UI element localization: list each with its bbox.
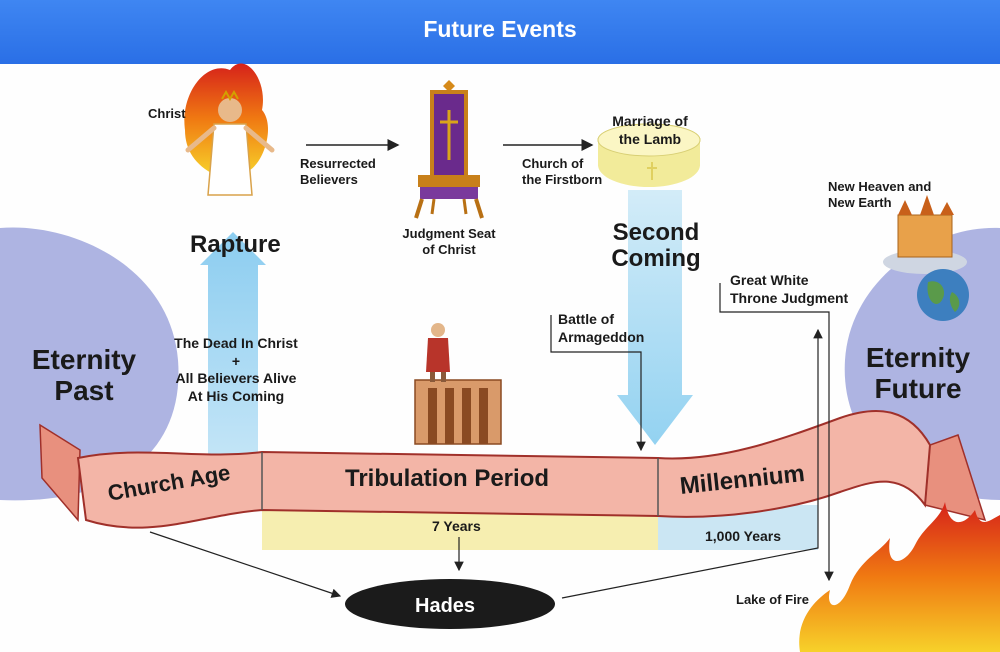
christ-label: Christ [148, 106, 186, 121]
timeline-ribbon [39, 410, 987, 529]
seven-years-label: 7 Years [432, 518, 481, 534]
header-bar [0, 0, 1000, 64]
judgment-seat-illustration [414, 80, 484, 219]
page-title: Future Events [423, 16, 577, 42]
new-heaven-label: New Heaven and New Earth [828, 179, 932, 211]
second-coming-label: Second Coming [611, 219, 701, 272]
tribulation-label: Tribulation Period [345, 465, 550, 492]
judgment-seat-label: Judgment Seat of Christ [402, 226, 496, 258]
hades-label: Hades [415, 595, 476, 617]
great-white-throne-label: Great White Throne Judgment [730, 272, 849, 306]
temple-illustration [414, 323, 502, 445]
church-of-firstborn-label: Church of the Firstborn [522, 156, 603, 188]
hades-ellipse [345, 579, 555, 629]
lake-of-fire-label: Lake of Fire [736, 592, 809, 607]
new-heaven-illustration [883, 195, 969, 321]
dead-in-christ-label: The Dead In Christ + All Believers Alive… [174, 335, 298, 404]
thousand-years-label: 1,000 Years [705, 528, 782, 544]
marriage-of-lamb-label: Marriage of the Lamb [612, 113, 688, 147]
marriage-of-lamb-illustration [597, 123, 701, 187]
rapture-arrow [200, 232, 266, 470]
eternity-past-label: Eternity Past [31, 344, 137, 406]
battle-armageddon-label: Battle of Armageddon [558, 311, 645, 345]
lake-of-fire-flames [799, 502, 1000, 652]
resurrected-believers-label: Resurrected Believers [300, 156, 376, 188]
christ-illustration [184, 63, 275, 196]
rapture-label: Rapture [190, 231, 281, 258]
eternity-future-label: Eternity Future [865, 342, 971, 404]
second-coming-arrow [617, 190, 693, 445]
